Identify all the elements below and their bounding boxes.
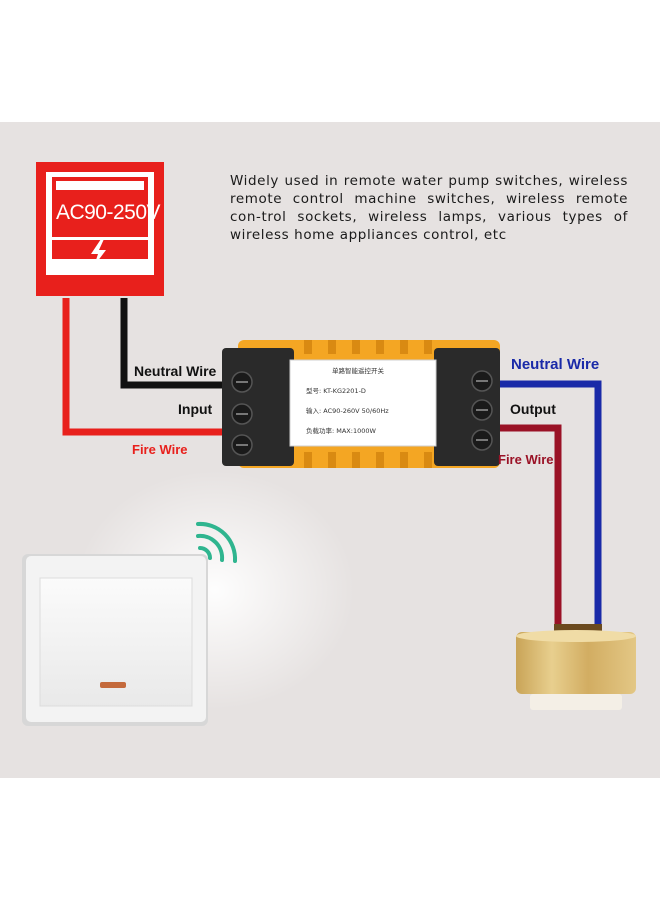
plate-heading: 单路智能遥控开关	[332, 367, 384, 375]
left-neutral-wire	[120, 298, 232, 389]
lightning-icon	[91, 239, 106, 266]
wifi-signal-icon	[196, 521, 238, 563]
module-nameplate: 单路智能遥控开关 型号: KT-KG2201-D 输入: AC90-260V 5…	[292, 365, 434, 441]
right-fire-wire	[495, 424, 562, 630]
plate-model: 型号: KT-KG2201-D	[306, 387, 366, 395]
right-output-label: Output	[510, 401, 556, 417]
right-neutral-wire	[495, 380, 602, 630]
left-neutral-wire-label: Neutral Wire	[134, 363, 217, 379]
plate-input: 输入: AC90-260V 50/60Hz	[306, 407, 389, 415]
plate-load: 负载功率: MAX:1000W	[306, 427, 376, 435]
left-fire-wire	[62, 298, 232, 436]
left-input-label: Input	[178, 401, 213, 417]
right-fire-wire-label: Fire Wire	[498, 452, 554, 467]
terminal-screw-icon	[231, 370, 493, 456]
module-vent-top	[304, 340, 432, 354]
module-vent-bottom	[304, 452, 432, 468]
ceiling-lamp-icon	[516, 624, 636, 710]
meter-voltage-label: AC90-250V	[55, 201, 161, 224]
relay-module	[222, 340, 500, 468]
energy-meter	[36, 162, 164, 296]
wall-switch-icon[interactable]	[22, 554, 208, 726]
left-fire-wire-label: Fire Wire	[132, 442, 188, 457]
right-neutral-wire-label: Neutral Wire	[511, 356, 600, 373]
description-text: Widely used in remote water pump switche…	[230, 173, 628, 243]
